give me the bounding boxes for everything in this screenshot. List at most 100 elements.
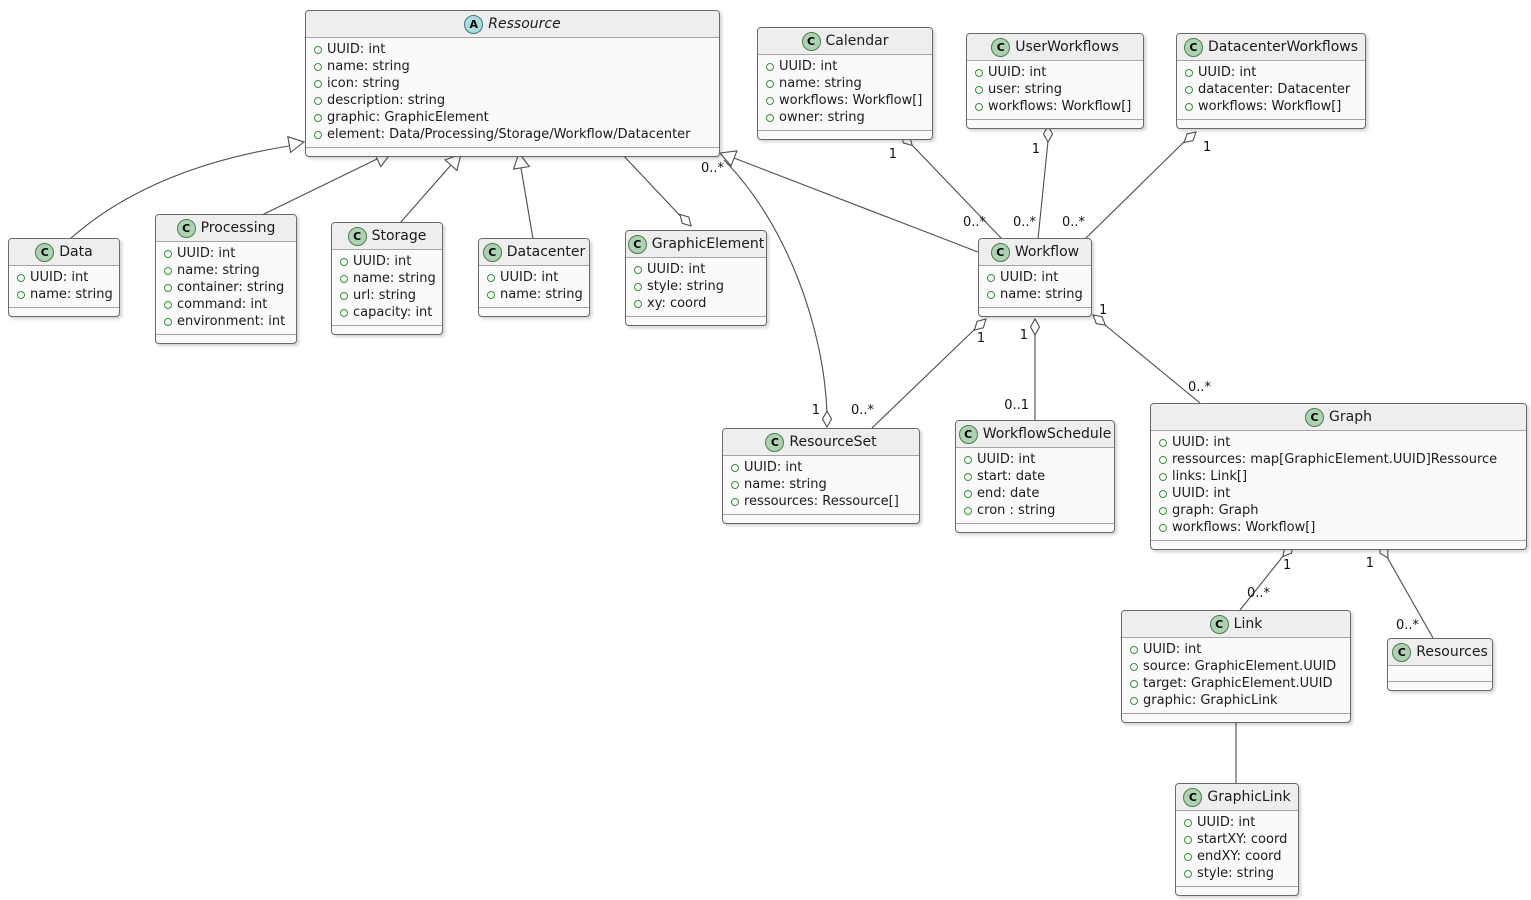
edge-graph-resources — [1386, 556, 1434, 639]
attribute-row: environment: int — [162, 313, 290, 330]
aggregation-diamond-icon — [821, 409, 833, 429]
attribute-row: links: Link[] — [1157, 468, 1520, 485]
multiplicity-label: 0..* — [1396, 618, 1420, 633]
methods-compartment — [1177, 119, 1365, 128]
attribute-text: UUID: int — [1143, 642, 1202, 657]
attribute-text: name: string — [353, 271, 436, 286]
attribute-row: UUID: int — [729, 459, 913, 476]
attribute-text: description: string — [327, 93, 446, 108]
multiplicity-label: 0..* — [1062, 215, 1086, 230]
attribute-row: start: date — [962, 468, 1108, 485]
field-visibility-icon — [164, 300, 172, 309]
field-visibility-icon — [340, 291, 348, 300]
attribute-text: UUID: int — [647, 262, 706, 277]
edge-calendar-workflow — [910, 143, 1003, 240]
class-icon: C — [176, 218, 196, 238]
field-visibility-icon — [964, 472, 972, 481]
attribute-row: name: string — [764, 75, 926, 92]
class-name: Data — [59, 244, 93, 260]
field-visibility-icon — [314, 62, 322, 71]
attribute-text: container: string — [177, 280, 285, 295]
attribute-row: element: Data/Processing/Storage/Workflo… — [312, 126, 713, 143]
generalization-arrowhead-icon — [287, 135, 306, 154]
multiplicity-label: 0..* — [851, 403, 875, 418]
attribute-text: workflows: Workflow[] — [1198, 99, 1342, 114]
attribute-row: workflows: Workflow[] — [764, 92, 926, 109]
attribute-text: environment: int — [177, 314, 286, 329]
field-visibility-icon — [1184, 852, 1192, 861]
field-visibility-icon — [1185, 85, 1193, 94]
attribute-text: icon: string — [327, 76, 400, 91]
field-visibility-icon — [1130, 662, 1138, 671]
methods-compartment — [156, 334, 296, 343]
multiplicity-label: 1 — [1020, 328, 1028, 343]
edge-workflow-graph — [1104, 324, 1201, 404]
methods-compartment — [1176, 886, 1298, 895]
class-icon: C — [991, 37, 1011, 57]
multiplicity-label: 1 — [977, 331, 985, 346]
attribute-text: end: date — [977, 486, 1040, 501]
field-visibility-icon — [766, 96, 774, 105]
edge-graph-link — [1239, 554, 1285, 611]
attributes-compartment — [1388, 666, 1492, 681]
attribute-row: workflows: Workflow[] — [1183, 98, 1359, 115]
field-visibility-icon — [987, 290, 995, 299]
field-visibility-icon — [1130, 696, 1138, 705]
attribute-text: UUID: int — [988, 65, 1047, 80]
attribute-text: name: string — [30, 287, 113, 302]
field-visibility-icon — [987, 273, 995, 282]
attribute-text: style: string — [1197, 866, 1275, 881]
field-visibility-icon — [1184, 818, 1192, 827]
edge-data-ressource — [69, 145, 290, 240]
edge-resourceset-ressource — [723, 159, 828, 414]
multiplicity-label: 0..* — [1188, 380, 1212, 395]
class-icon: C — [347, 226, 367, 246]
attribute-text: UUID: int — [30, 270, 89, 285]
attribute-text: user: string — [988, 82, 1062, 97]
attribute-row: graphic: GraphicElement — [312, 109, 713, 126]
attribute-row: name: string — [729, 476, 913, 493]
multiplicity-label: 1 — [1099, 303, 1107, 318]
attribute-text: UUID: int — [327, 42, 386, 57]
field-visibility-icon — [1185, 102, 1193, 111]
multiplicity-label: 1 — [812, 403, 820, 418]
field-visibility-icon — [314, 113, 322, 122]
attribute-text: start: date — [977, 469, 1046, 484]
attribute-row: name: string — [338, 270, 436, 287]
class-name: Processing — [200, 220, 276, 236]
field-visibility-icon — [1159, 506, 1167, 515]
field-visibility-icon — [487, 290, 495, 299]
attribute-row: endXY: coord — [1182, 848, 1292, 865]
generalization-arrowhead-icon — [718, 150, 738, 167]
attribute-row: name: string — [985, 286, 1085, 303]
attribute-text: graph: Graph — [1172, 503, 1259, 518]
edge-storage-ressource — [399, 164, 452, 224]
